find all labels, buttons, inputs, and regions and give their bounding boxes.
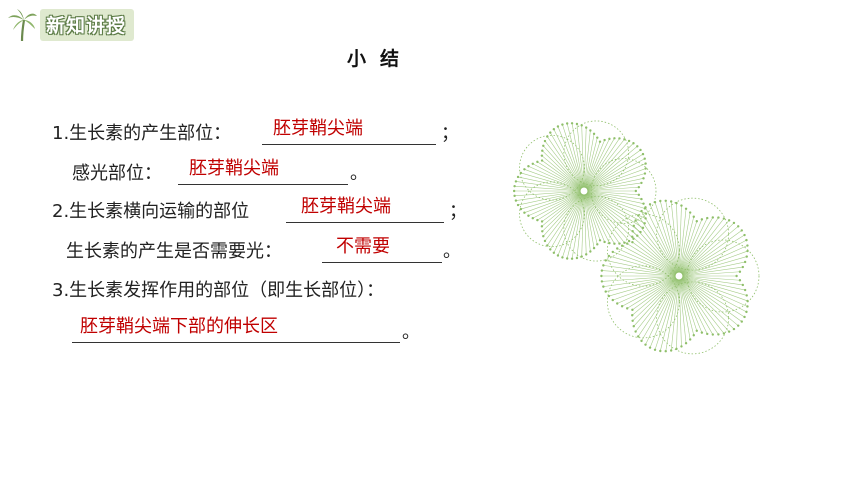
item-1-answer: 胚芽鞘尖端: [273, 118, 363, 139]
item-5-text: 3.生长素发挥作用的部位（即生长部位）：: [52, 280, 385, 301]
item-4-blank: [322, 238, 442, 263]
item-2-punct: 。: [350, 163, 368, 184]
item-1-punct: ；: [441, 123, 459, 144]
item-4-punct: 。: [443, 241, 461, 262]
item-2-text: 感光部位：: [72, 163, 162, 184]
item-1-blank: [262, 120, 436, 145]
item-6-blank: [72, 318, 400, 343]
item-3-text: 2.生长素横向运输的部位: [52, 201, 250, 222]
page-title: 小结: [346, 48, 413, 70]
item-4-answer: 不需要: [336, 236, 390, 257]
item-2-blank: [178, 160, 348, 185]
palm-tree-icon: [8, 9, 37, 42]
flower-illustration-top: [512, 120, 657, 262]
item-3-answer: 胚芽鞘尖端: [301, 196, 391, 217]
item-6-answer: 胚芽鞘尖端下部的伸长区: [80, 316, 278, 337]
item-2-answer: 胚芽鞘尖端: [189, 158, 279, 179]
item-6-punct: 。: [402, 322, 420, 343]
item-4-text: 生长素的产生是否需要光：: [66, 241, 282, 262]
flower-illustration-bottom: [600, 197, 760, 355]
section-badge-label: 新知讲授: [40, 9, 135, 41]
item-1-text: 1.生长素的产生部位：: [52, 123, 232, 144]
item-3-blank: [286, 198, 444, 223]
section-badge: 新知讲授: [6, 8, 135, 42]
item-3-punct: ；: [449, 201, 467, 222]
